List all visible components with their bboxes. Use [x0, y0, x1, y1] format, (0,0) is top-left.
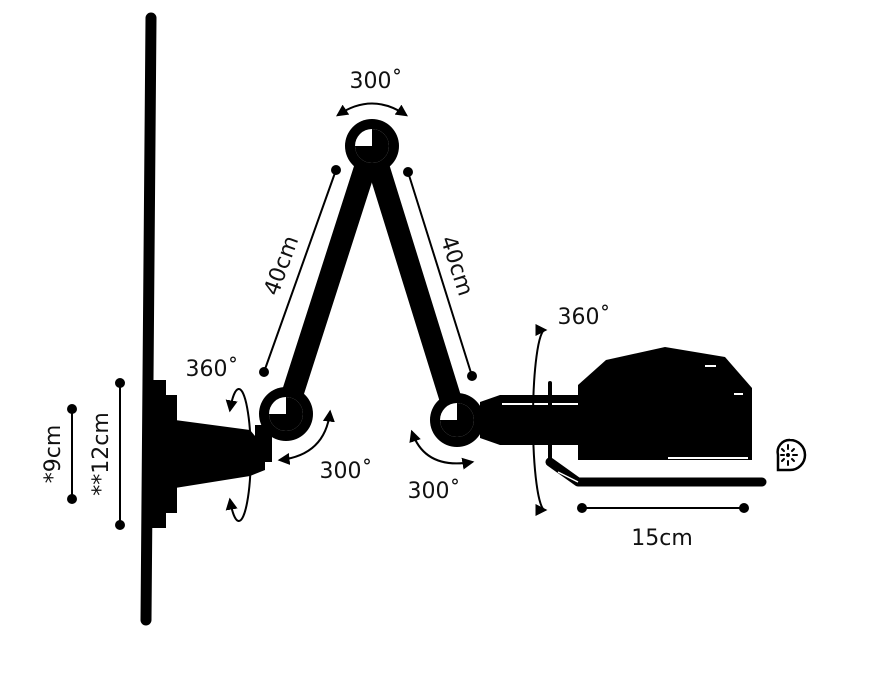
joint-top: [345, 119, 399, 173]
rotation-shoulder-arrow: 360˚: [186, 357, 252, 522]
head-length-label: 15cm: [631, 526, 693, 551]
bulb-icon: [776, 438, 807, 472]
pivot-shoulder-label: 300˚: [320, 459, 373, 484]
pivot-elbow-arrow: 300˚: [408, 429, 475, 504]
base-large-label: **12cm: [89, 412, 114, 496]
rotation-shoulder-label: 360˚: [186, 357, 239, 382]
pivot-elbow-label: 300˚: [408, 479, 461, 504]
rotation-top-label: 300˚: [350, 69, 403, 94]
arm-left-length-label: 40cm: [260, 233, 305, 299]
rotation-top-arrow: 300˚: [336, 69, 408, 117]
lamp-arms: [275, 135, 468, 431]
rotation-head-arrow: 360˚: [532, 305, 611, 516]
wall-line: [140, 12, 157, 626]
base-dimensions: *9cm **12cm: [41, 378, 125, 530]
wall-mount: [152, 380, 265, 528]
head-bracket: [545, 381, 767, 487]
rotation-head-label: 360˚: [558, 305, 611, 330]
head-length-dimension: 15cm: [577, 503, 749, 551]
joint-elbow: [430, 393, 484, 447]
base-small-label: *9cm: [41, 425, 66, 484]
pivot-shoulder-arrow: 300˚: [277, 409, 373, 484]
arm-right-length-label: 40cm: [435, 233, 478, 299]
